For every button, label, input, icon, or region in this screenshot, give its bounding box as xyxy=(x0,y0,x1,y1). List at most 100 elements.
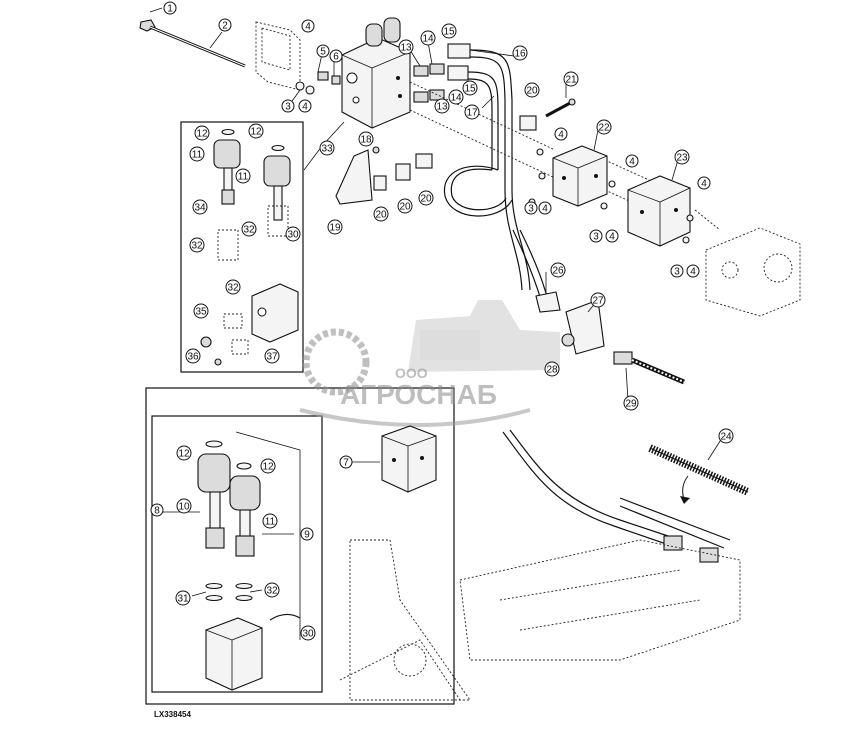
callout-leaders xyxy=(149,7,723,597)
callout-c1: 1 xyxy=(163,1,177,15)
callout-number: 20 xyxy=(526,86,538,97)
callout-number: 7 xyxy=(343,458,349,469)
tractor-frame xyxy=(339,539,741,701)
callout-c10: 10 xyxy=(176,498,192,514)
callout-bubble xyxy=(462,80,478,96)
callout-number: 12 xyxy=(196,129,208,140)
callout-c26: 26 xyxy=(550,262,566,278)
callout-number: 3 xyxy=(285,102,291,113)
callout-bubble xyxy=(300,527,314,541)
callout-bubble xyxy=(563,71,579,87)
callout-c4b: 4 xyxy=(298,99,312,113)
callout-number: 13 xyxy=(400,43,412,54)
callout-c2: 2 xyxy=(218,18,232,32)
callout-c3c: 3 xyxy=(589,229,603,243)
callout-bubble xyxy=(358,131,374,147)
callout-bubble xyxy=(176,498,192,514)
callout-c4f: 4 xyxy=(538,201,552,215)
callout-c8: 8 xyxy=(150,503,164,517)
callout-bubble xyxy=(544,361,560,377)
callout-c32b: 32 xyxy=(241,221,257,237)
callout-number: 33 xyxy=(321,144,333,155)
callout-number: 16 xyxy=(514,49,526,60)
callout-bubble xyxy=(605,229,619,243)
callout-bubble xyxy=(625,154,639,168)
callout-c20b: 20 xyxy=(373,206,389,222)
callout-number: 3 xyxy=(528,204,534,215)
valve-section-22 xyxy=(552,145,608,207)
callout-bubble xyxy=(301,19,315,33)
callout-bubble xyxy=(718,428,734,444)
callout-bubble xyxy=(235,168,251,184)
callout-bubble xyxy=(163,1,177,15)
callout-number: 29 xyxy=(625,399,637,410)
callout-c4e: 4 xyxy=(697,176,711,190)
callout-c9: 9 xyxy=(300,527,314,541)
callout-bubble xyxy=(316,44,330,58)
watermark-prefix: ООО xyxy=(395,365,428,381)
watermark-logo xyxy=(299,300,560,427)
callout-number: 20 xyxy=(399,202,411,213)
callout-bubble xyxy=(192,199,208,215)
upper-detail-frame xyxy=(180,121,304,373)
hydraulic-hoses xyxy=(443,49,681,547)
callout-bubble xyxy=(262,513,278,529)
callout-number: 19 xyxy=(329,223,341,234)
callout-bubble xyxy=(623,395,639,411)
callout-c12b: 12 xyxy=(248,123,264,139)
callout-bubble xyxy=(175,590,191,606)
callout-bubble xyxy=(524,82,540,98)
callout-c31: 31 xyxy=(175,590,191,606)
callout-bubble xyxy=(554,127,568,141)
callout-number: 5 xyxy=(320,47,326,58)
callout-number: 4 xyxy=(629,157,635,168)
callout-c14a: 14 xyxy=(420,30,436,46)
callout-bubble xyxy=(264,348,280,364)
callout-c6: 6 xyxy=(329,49,343,63)
callout-bubble xyxy=(686,264,700,278)
detail-8-9-parts xyxy=(197,431,301,691)
hose-end-fittings xyxy=(619,497,731,563)
callout-number: 21 xyxy=(565,75,577,86)
callout-number: 12 xyxy=(250,127,262,138)
callout-bubble xyxy=(193,303,209,319)
callout-c11b: 11 xyxy=(235,168,251,184)
callout-c13a: 13 xyxy=(398,39,414,55)
callout-c13b: 13 xyxy=(434,98,450,114)
main-valve-block xyxy=(341,17,411,129)
callout-bubble xyxy=(189,237,205,253)
callout-c30a: 30 xyxy=(285,226,301,242)
callout-bubble xyxy=(285,226,301,242)
callout-c22: 22 xyxy=(596,119,612,135)
callout-number: 8 xyxy=(154,506,160,517)
bolt-21 xyxy=(545,98,576,118)
callout-c24: 24 xyxy=(718,428,734,444)
callout-number: 4 xyxy=(542,204,548,215)
stud-29 xyxy=(613,351,685,385)
callout-c32a: 32 xyxy=(189,237,205,253)
callout-bubble xyxy=(373,206,389,222)
callout-number: 4 xyxy=(690,267,696,278)
callout-bubble xyxy=(319,140,335,156)
callout-number: 6 xyxy=(333,52,339,63)
callout-c15b: 15 xyxy=(462,80,478,96)
callout-bubble xyxy=(441,23,457,39)
valve-section-23 xyxy=(627,175,691,247)
callout-c37: 37 xyxy=(264,348,280,364)
callout-c11a: 11 xyxy=(189,146,205,162)
mounting-bracket xyxy=(255,21,301,91)
callout-c29: 29 xyxy=(623,395,639,411)
callout-c4a: 4 xyxy=(301,19,315,33)
callout-bubble xyxy=(339,455,353,469)
callout-bubble xyxy=(590,292,606,308)
callout-bubble xyxy=(264,582,280,598)
callout-number: 10 xyxy=(178,502,190,513)
spring-24 xyxy=(648,444,750,504)
callout-number: 4 xyxy=(609,232,615,243)
callout-c23: 23 xyxy=(674,149,690,165)
callout-number: 13 xyxy=(436,102,448,113)
mount-bracket-27 xyxy=(535,291,605,355)
callout-number: 9 xyxy=(304,530,310,541)
callout-number: 28 xyxy=(546,365,558,376)
